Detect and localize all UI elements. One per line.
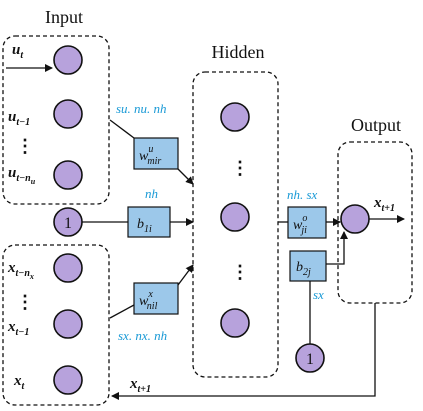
weight-box-b-1i bbox=[127, 206, 171, 238]
label-u-t: ut bbox=[12, 42, 24, 61]
input-node-x-t-1 bbox=[53, 309, 83, 339]
bias-node-hidden-label: 1 bbox=[64, 215, 72, 232]
input-title: Input bbox=[45, 7, 83, 27]
dim-label-nh-sx: nh. sx bbox=[287, 187, 318, 202]
feedback-label: xt+1 bbox=[129, 376, 151, 395]
input-node-u-t-nu bbox=[53, 160, 83, 190]
dim-label-nh: nh bbox=[145, 186, 158, 201]
hidden-title: Hidden bbox=[212, 42, 265, 62]
output-title: Output bbox=[351, 115, 401, 135]
dim-label-sx: sx bbox=[313, 287, 324, 302]
hidden-node-3 bbox=[220, 308, 250, 338]
label-x-t: xt bbox=[13, 373, 26, 392]
dim-label-su-nu-nh: su. nu. nh bbox=[116, 101, 167, 116]
label-x-t-1: xt−1 bbox=[7, 319, 29, 338]
output-label: xt+1 bbox=[373, 195, 395, 214]
hidden-node-2 bbox=[220, 202, 250, 232]
hidden-ellipsis-2: ⋮ bbox=[231, 262, 249, 282]
weight-label-b-2j: b2j bbox=[296, 260, 311, 278]
output-group bbox=[337, 141, 413, 304]
ellipsis-u: ⋮ bbox=[16, 136, 34, 156]
weight-box-b-2j bbox=[289, 250, 327, 282]
edge-b2j-to-output bbox=[326, 231, 348, 265]
label-u-t-1: ut−1 bbox=[8, 109, 30, 128]
input-node-u-t bbox=[53, 45, 83, 75]
edge-wnil-to-hidden bbox=[177, 264, 194, 286]
input-group-x bbox=[2, 244, 110, 406]
edge-wmir-to-hidden bbox=[177, 168, 194, 185]
label-u-t-nu: ut−nu bbox=[8, 165, 36, 186]
edge-x-to-wnil bbox=[109, 304, 135, 319]
input-group-u bbox=[2, 35, 110, 205]
output-node bbox=[340, 204, 370, 234]
input-node-x-t-nx bbox=[53, 253, 83, 283]
label-x-t-nx: xt−nx bbox=[7, 260, 34, 281]
input-node-u-t-1 bbox=[53, 99, 83, 129]
hidden-ellipsis-1: ⋮ bbox=[231, 158, 249, 178]
dim-label-sx-nx-nh: sx. nx. nh bbox=[118, 328, 167, 343]
weight-box-w-mir bbox=[133, 137, 179, 170]
input-node-x-t bbox=[53, 365, 83, 395]
feedback-arrow bbox=[111, 303, 376, 400]
bias-node-output-label: 1 bbox=[306, 351, 314, 368]
ellipsis-x: ⋮ bbox=[16, 292, 34, 312]
weight-box-w-ji bbox=[287, 206, 327, 239]
hidden-group bbox=[192, 71, 279, 378]
weight-box-w-nil bbox=[133, 282, 179, 315]
edge-u-to-wmir bbox=[109, 119, 135, 139]
weight-label-b-1i: b1i bbox=[137, 217, 152, 235]
hidden-node-1 bbox=[220, 102, 250, 132]
